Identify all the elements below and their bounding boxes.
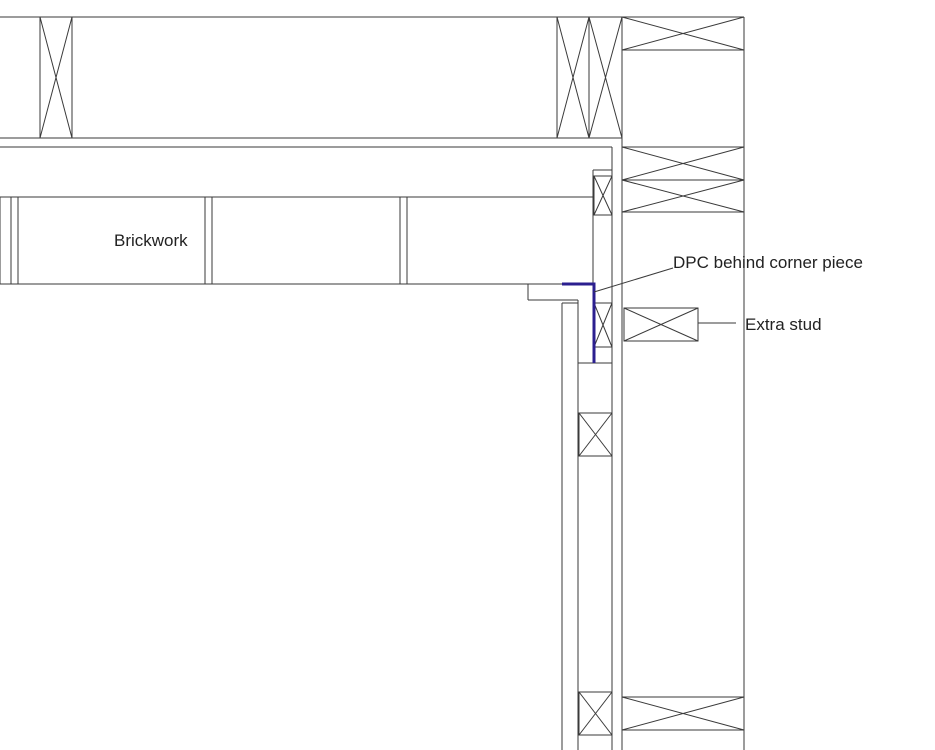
top-wall-stud-corner-a: [556, 16, 590, 139]
top-wall-stud-corner-b: [588, 16, 623, 139]
cavity-members: [592, 169, 613, 348]
right-wall-stud-top: [621, 16, 745, 51]
dpc-label: DPC behind corner piece: [673, 253, 863, 272]
right-wall-stud-corner-b: [621, 179, 745, 213]
frame-lining: [527, 284, 613, 750]
brickwork: [0, 196, 593, 285]
right-wall-frame: [611, 16, 745, 750]
extra-stud-label: Extra stud: [745, 315, 822, 334]
dpc-line: [562, 282, 596, 363]
extra-stud: [623, 307, 699, 342]
right-wall-stud-bottom: [621, 696, 745, 731]
top-wall-frame: [0, 16, 744, 148]
right-wall-stud-corner-a: [621, 146, 745, 181]
lining-stud-1: [578, 412, 613, 457]
cavity-stud-1: [593, 175, 613, 216]
lining-stud-2: [578, 691, 613, 736]
cavity-stud-2: [593, 302, 613, 348]
dpc-leader-line: [593, 267, 674, 293]
top-wall-stud-left: [39, 16, 73, 139]
brickwork-label: Brickwork: [114, 231, 188, 250]
